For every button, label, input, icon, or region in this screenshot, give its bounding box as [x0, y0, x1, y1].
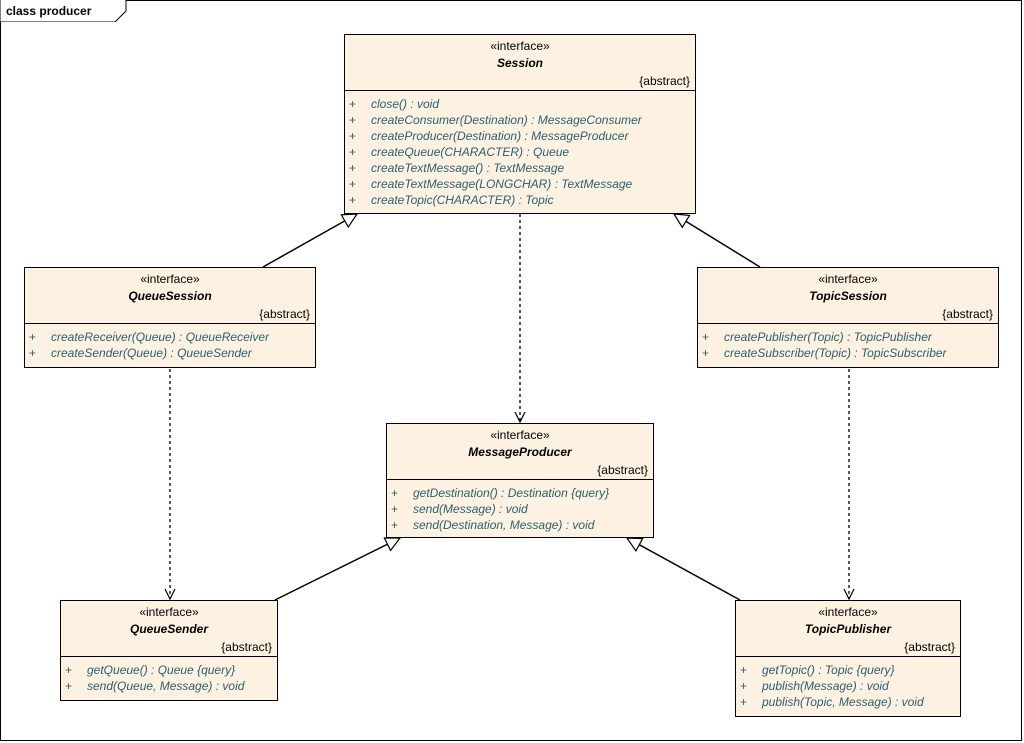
class-name: Session	[496, 56, 544, 70]
generalization-topicsession-session	[674, 214, 761, 268]
class-name: QueueSender	[129, 622, 209, 636]
operation: +publish(Topic, Message) : void	[740, 695, 924, 709]
class-queue-sender[interactable]: «interface» QueueSender {abstract} +getQ…	[60, 600, 278, 701]
operations-compartment: +createPublisher(Topic) : TopicPublisher…	[698, 323, 998, 361]
stereotype-label: «interface»	[139, 605, 199, 619]
generalization-topicpublisher-messageproducer	[627, 537, 741, 601]
stereotype-label: «interface»	[818, 272, 878, 286]
operations-compartment: +getDestination() : Destination {query} …	[387, 479, 653, 533]
class-queue-session[interactable]: «interface» QueueSession {abstract} +cre…	[24, 267, 316, 368]
operation: +createProducer(Destination) : MessagePr…	[349, 129, 629, 143]
stereotype-label: «interface»	[490, 428, 550, 442]
class-name: TopicSession	[809, 289, 887, 303]
operation: +createPublisher(Topic) : TopicPublisher	[702, 330, 932, 344]
operation: +createTextMessage(LONGCHAR) : TextMessa…	[349, 177, 633, 191]
abstract-modifier: {abstract}	[942, 307, 993, 321]
class-session[interactable]: «interface» Session {abstract} +close() …	[344, 34, 696, 214]
operation: +createQueue(CHARACTER) : Queue	[349, 145, 570, 159]
generalization-queuesession-session	[262, 214, 357, 268]
class-name: MessageProducer	[468, 445, 572, 459]
abstract-modifier: {abstract}	[904, 640, 955, 654]
operation: +createReceiver(Queue) : QueueReceiver	[29, 330, 270, 344]
operation: +createConsumer(Destination) : MessageCo…	[349, 113, 642, 127]
abstract-modifier: {abstract}	[221, 640, 272, 654]
abstract-modifier: {abstract}	[259, 307, 310, 321]
abstract-modifier: {abstract}	[639, 74, 690, 88]
operations-compartment: +getTopic() : Topic {query} +publish(Mes…	[736, 656, 960, 710]
operation: +send(Queue, Message) : void	[65, 679, 245, 693]
operations-compartment: +getQueue() : Queue {query} +send(Queue,…	[61, 656, 277, 694]
operation: +getDestination() : Destination {query}	[391, 486, 610, 500]
operation: +publish(Message) : void	[740, 679, 889, 693]
stereotype-label: «interface»	[818, 605, 878, 619]
generalization-queuesender-messageproducer	[274, 537, 400, 601]
operation: +close() : void	[349, 97, 440, 111]
operation: +getTopic() : Topic {query}	[740, 663, 895, 677]
operation: +createSubscriber(Topic) : TopicSubscrib…	[702, 346, 947, 360]
stereotype-label: «interface»	[490, 39, 550, 53]
frame-tab	[0, 0, 127, 22]
class-message-producer[interactable]: «interface» MessageProducer {abstract} +…	[386, 423, 654, 538]
class-name: TopicPublisher	[804, 622, 892, 636]
operation: +send(Message) : void	[391, 502, 528, 516]
operation: +getQueue() : Queue {query}	[65, 663, 236, 677]
abstract-modifier: {abstract}	[597, 463, 648, 477]
frame-label: class producer	[6, 4, 92, 18]
class-name: QueueSession	[128, 289, 212, 303]
operation: +createSender(Queue) : QueueSender	[29, 346, 252, 360]
operation: +createTopic(CHARACTER) : Topic	[349, 193, 554, 207]
operation: +createTextMessage() : TextMessage	[349, 161, 565, 175]
operations-compartment: +close() : void +createConsumer(Destinat…	[345, 90, 695, 208]
operation: +send(Destination, Message) : void	[391, 518, 595, 532]
stereotype-label: «interface»	[140, 272, 200, 286]
class-topic-publisher[interactable]: «interface» TopicPublisher {abstract} +g…	[735, 600, 961, 717]
class-topic-session[interactable]: «interface» TopicSession {abstract} +cre…	[697, 267, 999, 368]
operations-compartment: +createReceiver(Queue) : QueueReceiver +…	[25, 323, 315, 361]
